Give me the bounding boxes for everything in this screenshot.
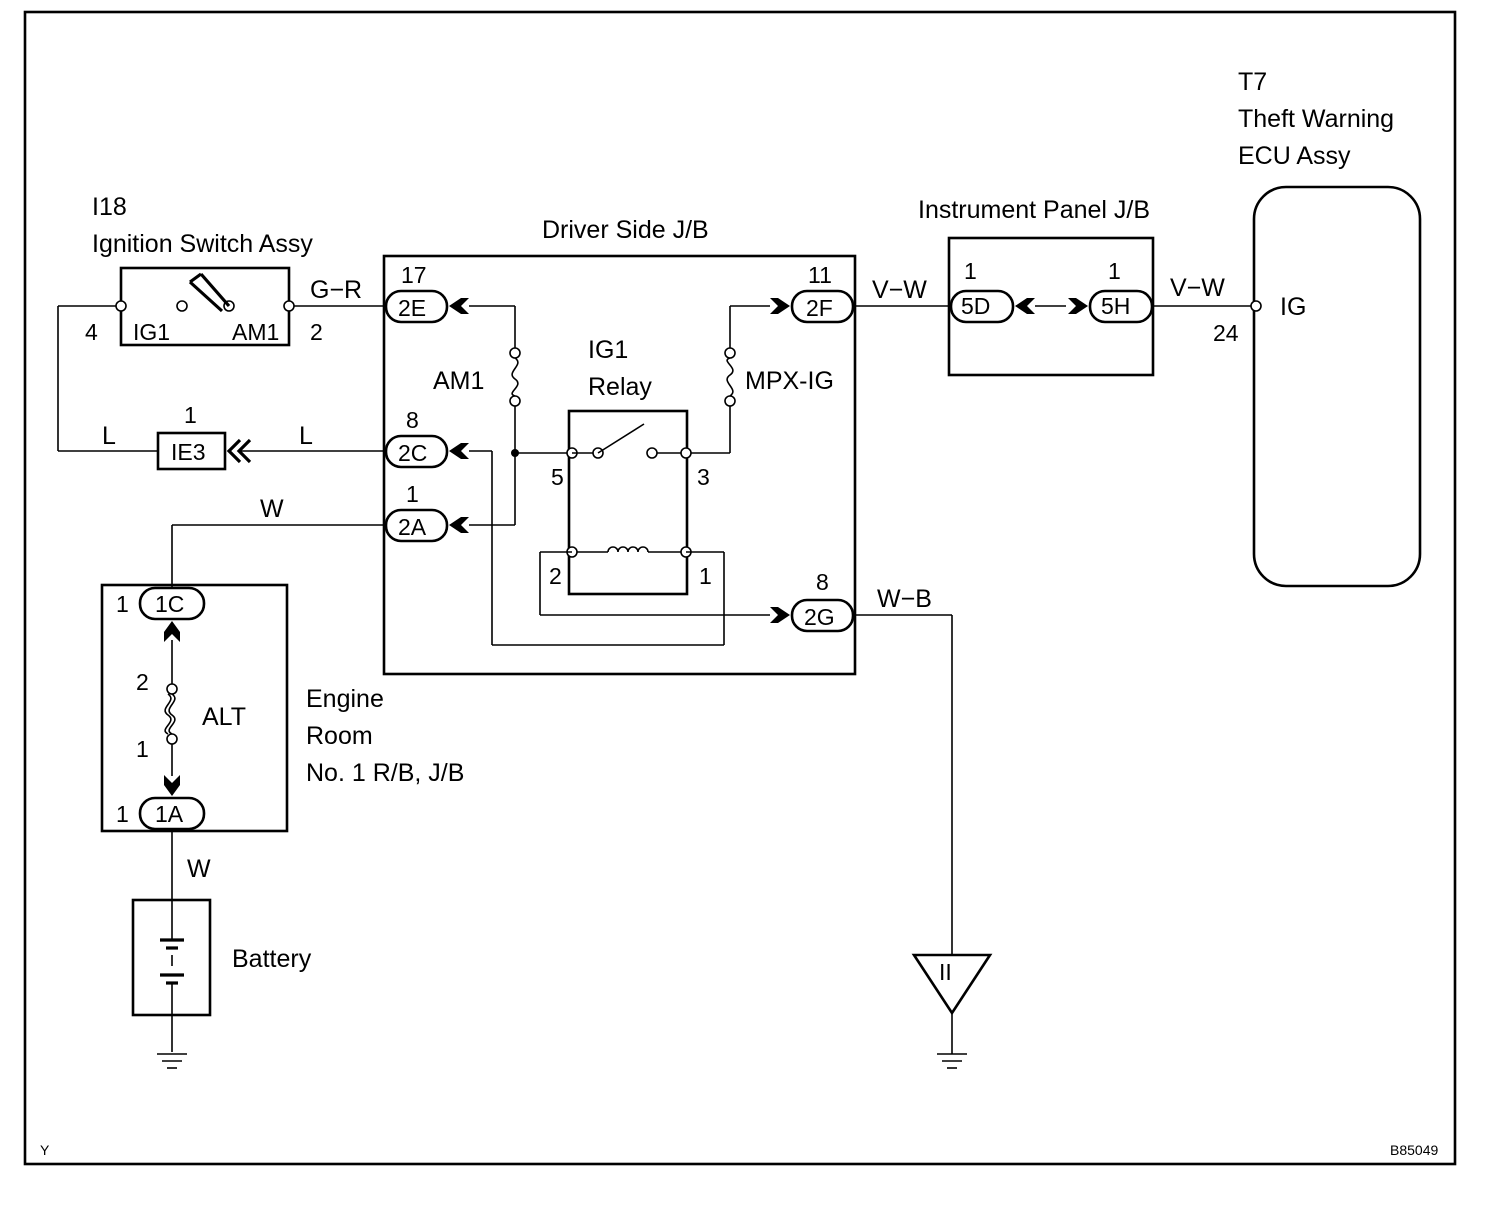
engine-jb-line1: Engine	[306, 685, 384, 713]
wire-w-bottom-label: W	[187, 855, 211, 883]
connector-2c	[384, 434, 449, 469]
ignition-terminal-am1: AM1	[232, 319, 279, 345]
connector-2e-label: 2E	[398, 295, 426, 321]
connector-5h-label: 5H	[1101, 293, 1130, 319]
fuse-am1-label: AM1	[433, 367, 484, 395]
relay-pin-1: 1	[699, 563, 712, 589]
ignition-pin-4: 4	[85, 319, 98, 345]
connector-2a	[384, 508, 449, 543]
ground-block-label: II	[939, 959, 952, 985]
connector-1a-label: 1A	[155, 801, 184, 827]
theft-warning-ecu: T7 Theft Warning ECU Assy IG 24	[1213, 68, 1422, 588]
ecu-terminal-ig: IG	[1280, 293, 1306, 321]
driver-side-jb: Driver Side J/B 2E 17 2C 8 2A 1 2F 11 2G…	[382, 216, 857, 676]
relay-pin-2: 2	[549, 563, 562, 589]
connector-2g	[790, 598, 855, 633]
connector-2e-pin: 17	[401, 262, 427, 288]
battery-label: Battery	[232, 945, 312, 973]
battery: W Battery	[131, 829, 312, 1069]
connector-1c	[138, 586, 206, 621]
alt-pin-1: 1	[136, 736, 149, 762]
instrument-panel-jb: V−W Instrument Panel J/B 5D 1 5H 1 V−W	[855, 196, 1251, 377]
connector-ie3-pin: 1	[184, 402, 197, 428]
ignition-switch-name: Ignition Switch Assy	[92, 230, 313, 258]
ignition-switch: I18 Ignition Switch Assy IG1 AM1 4 2 G−R	[57, 193, 385, 452]
relay-pin-3: 3	[697, 464, 710, 490]
connector-2g-pin: 8	[816, 569, 829, 595]
ignition-pin-2: 2	[310, 319, 323, 345]
ecu-name-line1: Theft Warning	[1238, 105, 1394, 133]
connector-5h	[1088, 289, 1154, 324]
ecu-name-line2: ECU Assy	[1238, 142, 1351, 170]
wire-l-right-label: L	[299, 422, 313, 450]
engine-jb-line2: Room	[306, 722, 373, 750]
relay-label-line2: Relay	[588, 373, 652, 401]
fuse-mpx-ig-label: MPX-IG	[745, 367, 834, 395]
fuse-alt-label: ALT	[202, 703, 246, 731]
connector-1a-pin: 1	[116, 801, 129, 827]
instrument-jb-title: Instrument Panel J/B	[918, 196, 1150, 224]
wire-gr-label: G−R	[310, 276, 362, 304]
wire-l-left-label: L	[102, 422, 116, 450]
ecu-code: T7	[1238, 68, 1267, 96]
ecu-box	[1252, 185, 1422, 588]
connector-2a-pin: 1	[406, 481, 419, 507]
connector-5d-pin: 1	[964, 258, 977, 284]
connector-2a-label: 2A	[398, 514, 427, 540]
connector-5h-pin: 1	[1108, 258, 1121, 284]
ecu-pin-24: 24	[1213, 320, 1239, 346]
connector-5d-label: 5D	[961, 293, 990, 319]
footer-right: B85049	[1390, 1142, 1438, 1158]
ground-block-triangle	[911, 953, 993, 1016]
ig1-relay-box	[567, 409, 689, 596]
relay-coil-icon	[607, 546, 649, 553]
driver-jb-title: Driver Side J/B	[542, 216, 709, 244]
connector-2f-pin: 11	[808, 262, 832, 288]
connector-2f	[790, 289, 855, 324]
ignition-terminal-ig1: IG1	[133, 319, 170, 345]
relay-label-line1: IG1	[588, 336, 628, 364]
engine-room-jb: W 1C 1 2 1 ALT 1A 1 Engine Room No. 1 R/…	[100, 495, 464, 833]
connector-ie3: IE3 1 L L	[102, 402, 385, 471]
wire-vw-left-label: V−W	[872, 276, 927, 304]
engine-jb-line3: No. 1 R/B, J/B	[306, 759, 464, 787]
engine-jb-box	[100, 583, 289, 833]
relay-pin-5: 5	[551, 464, 564, 490]
connector-1c-label: 1C	[155, 591, 184, 617]
connector-2c-label: 2C	[398, 440, 427, 466]
connector-1c-pin: 1	[116, 591, 129, 617]
wire-wb-label: W−B	[877, 585, 932, 613]
wire-w-top-label: W	[260, 495, 284, 523]
driver-jb-box	[382, 254, 857, 676]
alt-pin-2: 2	[136, 669, 149, 695]
connector-2c-pin: 8	[406, 407, 419, 433]
connector-2f-label: 2F	[806, 295, 833, 321]
wire-vw-right-label: V−W	[1170, 274, 1225, 302]
ignition-switch-code: I18	[92, 193, 127, 221]
footer-left: Y	[40, 1142, 50, 1158]
connector-ie3-label: IE3	[171, 439, 206, 465]
ground-icon	[937, 1053, 967, 1069]
connector-5d	[949, 289, 1015, 324]
connector-2g-label: 2G	[804, 604, 835, 630]
diagram-frame	[23, 10, 1457, 1166]
connector-2e	[384, 289, 449, 324]
ground-icon	[157, 1053, 187, 1069]
ground-point: W−B II	[855, 585, 993, 1069]
